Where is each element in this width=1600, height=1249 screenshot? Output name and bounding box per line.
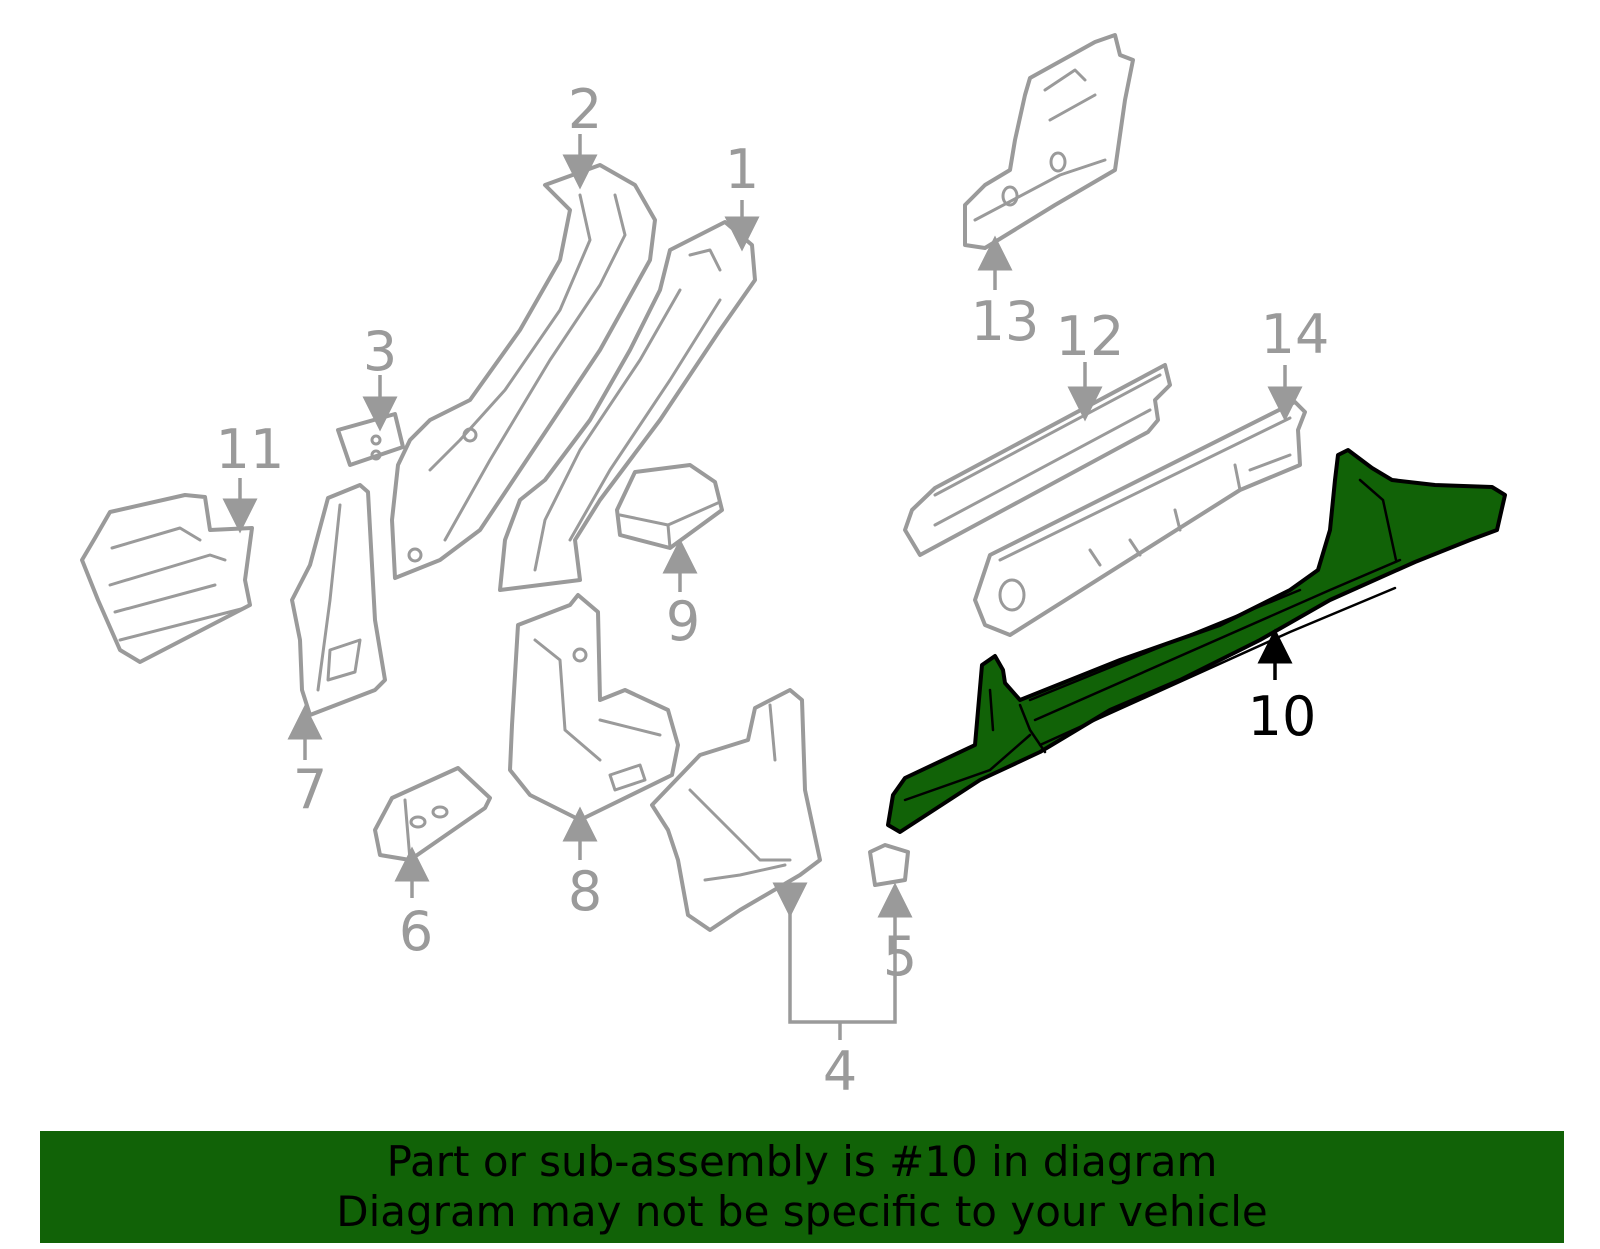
- part-5-shape[interactable]: [868, 843, 910, 887]
- svg-text:13: 13: [971, 290, 1040, 353]
- svg-text:2: 2: [568, 78, 602, 141]
- svg-text:4: 4: [823, 1040, 857, 1103]
- info-banner: Part or sub-assembly is #10 in diagram D…: [40, 1131, 1564, 1243]
- banner-line-2: Diagram may not be specific to your vehi…: [336, 1187, 1268, 1236]
- svg-text:6: 6: [399, 900, 433, 963]
- svg-text:9: 9: [666, 590, 700, 653]
- callout-10-highlighted: 10: [1248, 628, 1317, 748]
- callout-11: 11: [216, 418, 285, 534]
- svg-text:1: 1: [725, 138, 759, 201]
- part-9-shape[interactable]: [615, 463, 724, 550]
- part-8-shape[interactable]: [508, 593, 680, 822]
- callout-1: 1: [724, 138, 760, 252]
- part-12-shape[interactable]: [903, 363, 1172, 557]
- callout-3: 3: [362, 320, 398, 432]
- part-10-highlighted-shape[interactable]: [886, 448, 1507, 834]
- part-1-shape[interactable]: [498, 220, 757, 592]
- callout-2: 2: [562, 78, 602, 190]
- svg-text:3: 3: [363, 320, 397, 383]
- callout-4: 4: [772, 882, 913, 1103]
- callout-12: 12: [1056, 305, 1125, 422]
- callout-9: 9: [662, 538, 700, 653]
- svg-text:8: 8: [568, 860, 602, 923]
- svg-text:11: 11: [216, 418, 285, 481]
- callout-6: 6: [394, 846, 433, 963]
- svg-text:12: 12: [1056, 305, 1125, 368]
- part-6-shape[interactable]: [373, 766, 492, 862]
- svg-text:10: 10: [1248, 685, 1317, 748]
- part-2-shape[interactable]: [390, 163, 657, 580]
- part-13-shape[interactable]: [963, 33, 1135, 250]
- banner-line-1: Part or sub-assembly is #10 in diagram: [386, 1137, 1218, 1186]
- callout-5: 5: [883, 925, 917, 988]
- part-11-shape[interactable]: [80, 493, 254, 664]
- part-3-shape[interactable]: [336, 412, 405, 467]
- svg-text:7: 7: [293, 758, 327, 821]
- callout-7: 7: [287, 704, 327, 821]
- part-7-shape[interactable]: [290, 483, 387, 717]
- callout-8: 8: [562, 806, 602, 923]
- callout-13: 13: [971, 235, 1040, 353]
- svg-text:14: 14: [1261, 303, 1330, 366]
- svg-text:5: 5: [883, 925, 917, 988]
- callout-14: 14: [1261, 303, 1330, 422]
- part-4-shape[interactable]: [650, 688, 822, 932]
